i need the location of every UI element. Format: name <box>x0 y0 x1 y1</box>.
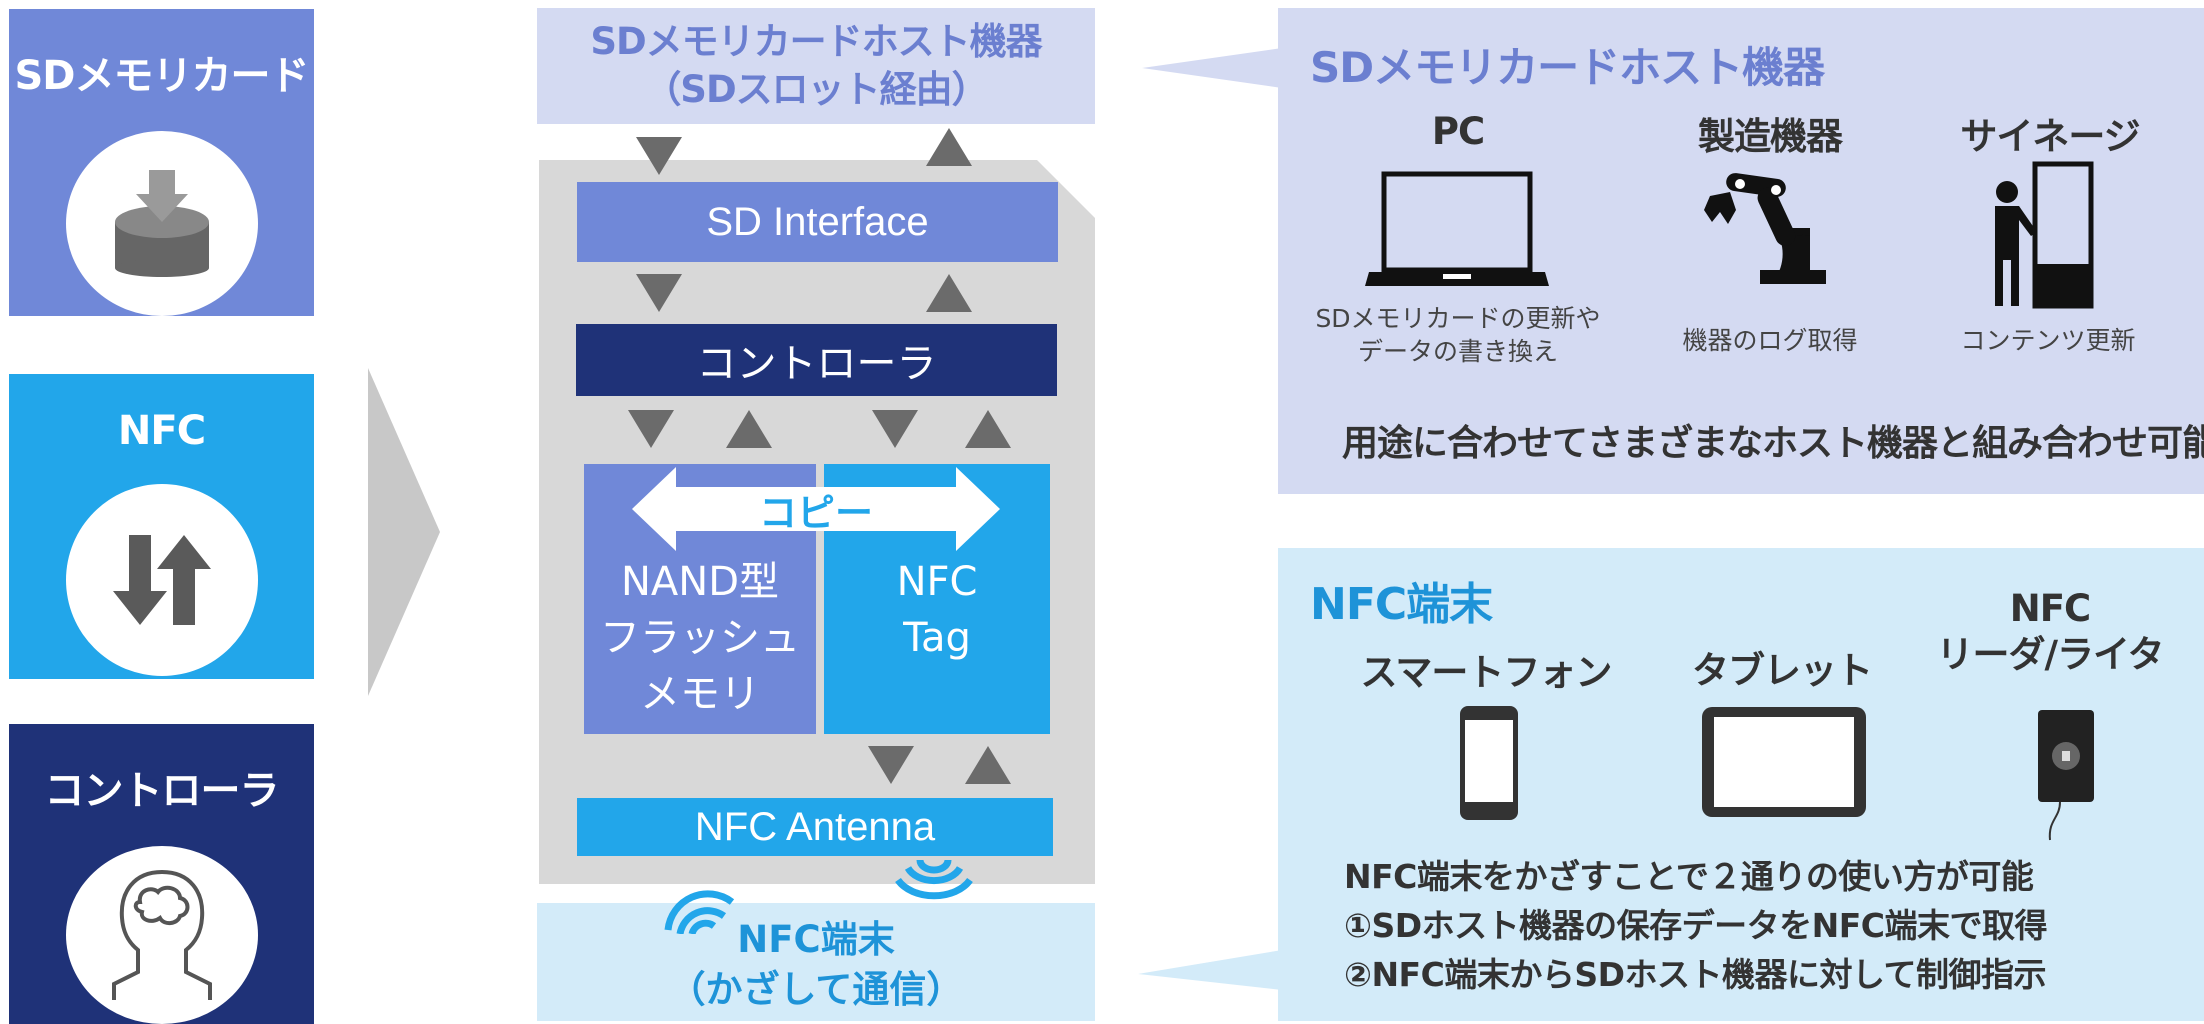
nfc-tag-label: NFC Tag <box>824 554 1050 666</box>
wireless-wave-icon <box>895 859 973 900</box>
device-label-manufacturing: 製造機器 <box>1698 115 1843 158</box>
robot-arm-icon <box>1704 173 1826 284</box>
arrow-down-icon <box>868 746 914 784</box>
nand-flash-label: NAND型 フラッシュ メモリ <box>584 554 816 722</box>
device-caption-pc: SDメモリカードの更新や データの書き換え <box>1288 302 1628 368</box>
device-label-signage: サイネージ <box>1960 115 2140 158</box>
arrow-up-icon <box>965 410 1011 448</box>
arrow-down-icon <box>636 274 682 312</box>
arrow-down-icon <box>636 137 682 175</box>
tile-sd-label: SDメモリカード <box>14 53 309 99</box>
tile-controller: コントローラ <box>9 724 314 1024</box>
arrow-down-icon <box>628 410 674 448</box>
nand-line1: NAND型 <box>620 559 779 605</box>
tile-nfc: NFC <box>9 374 314 679</box>
nfc-desc-line1: NFC端末をかざすことで２通りの使い方が可能 <box>1344 857 2034 896</box>
caption-manufacturing-line1: 機器のログ取得 <box>1682 326 1858 355</box>
copy-label: コピー <box>758 490 873 535</box>
nfc-tag-line2: Tag <box>903 615 971 661</box>
caption-pc-line2: データの書き換え <box>1357 337 1558 366</box>
host-device-box: SDメモリカードホスト機器 （SDスロット経由） <box>537 8 1095 124</box>
nfc-antenna-label: NFC Antenna <box>694 804 936 849</box>
tile-nfc-label: NFC <box>117 408 206 454</box>
device-caption-signage: コンテンツ更新 <box>1928 324 2168 357</box>
controller-block: コントローラ <box>576 324 1057 396</box>
device-caption-manufacturing: 機器のログ取得 <box>1640 324 1900 357</box>
nfc-panel-description: NFC端末をかざすことで２通りの使い方が可能 ①SDホスト機器の保存データをNF… <box>1344 852 2047 999</box>
callout-pointer-host <box>1142 48 1282 88</box>
arrow-down-icon <box>872 410 918 448</box>
nfc-desc-line2: ①SDホスト機器の保存データをNFC端末で取得 <box>1344 906 2047 945</box>
tablet-icon <box>1702 707 1866 817</box>
nand-line3: メモリ <box>640 671 760 717</box>
arrow-up-icon <box>926 274 972 312</box>
signage-icon <box>1995 161 2094 309</box>
laptop-icon <box>1365 171 1549 286</box>
nfc-terminal-box: NFC端末 （かざして通信） <box>537 903 1095 1021</box>
host-panel-title: SDメモリカードホスト機器 <box>1310 43 1825 92</box>
device-label-smartphone: スマートフォン <box>1360 651 1613 694</box>
bidirectional-arrows-icon <box>65 484 258 676</box>
nfc-reader-line2: リーダ/ライタ <box>1936 633 2164 676</box>
host-box-line2: （SDスロット経由） <box>644 68 988 111</box>
device-label-nfc-reader: NFC リーダ/ライタ <box>1930 586 2170 678</box>
caption-pc-line1: SDメモリカードの更新や <box>1315 304 1601 333</box>
terminal-line2: （かざして通信） <box>668 968 964 1011</box>
tile-controller-label: コントローラ <box>44 768 280 814</box>
wireless-wave-icon <box>664 890 735 934</box>
head-brain-icon <box>65 846 258 1024</box>
caption-signage-line1: コンテンツ更新 <box>1960 326 2136 355</box>
host-panel <box>1278 8 2204 494</box>
host-box-line1: SDメモリカードホスト機器 <box>590 20 1042 63</box>
arrow-up-icon <box>926 128 972 166</box>
controller-label: コントローラ <box>696 341 937 387</box>
nfc-desc-line3: ②NFC端末からSDホスト機器に対して制御指示 <box>1344 955 2046 994</box>
tile-sd-memory-card: SDメモリカード <box>9 9 314 316</box>
smartphone-icon <box>1460 706 1518 820</box>
device-label-tablet: タブレット <box>1692 649 1873 692</box>
nfc-reader-icon <box>2038 710 2094 841</box>
sd-interface-block: SD Interface <box>577 182 1058 262</box>
sd-interface-label: SD Interface <box>706 199 929 244</box>
terminal-line1: NFC端末 <box>737 918 895 961</box>
nfc-tag-line1: NFC <box>896 559 978 605</box>
nand-line2: フラッシュ <box>600 615 800 661</box>
arrow-up-icon <box>965 746 1011 784</box>
nfc-reader-line1: NFC <box>2009 587 2091 630</box>
sd-card-insert-icon <box>65 131 258 316</box>
flow-chevron-icon <box>368 368 440 696</box>
copy-double-arrow-icon <box>632 467 1000 551</box>
host-panel-summary: 用途に合わせてさまざまなホスト機器と組み合わせ可能 <box>1342 423 2204 464</box>
device-label-pc: PC <box>1431 110 1485 153</box>
arrow-up-icon <box>726 410 772 448</box>
nfc-antenna-block: NFC Antenna <box>577 798 1053 856</box>
callout-pointer-nfc <box>1138 950 1282 990</box>
nfc-panel-title: NFC端末 <box>1310 579 1493 630</box>
